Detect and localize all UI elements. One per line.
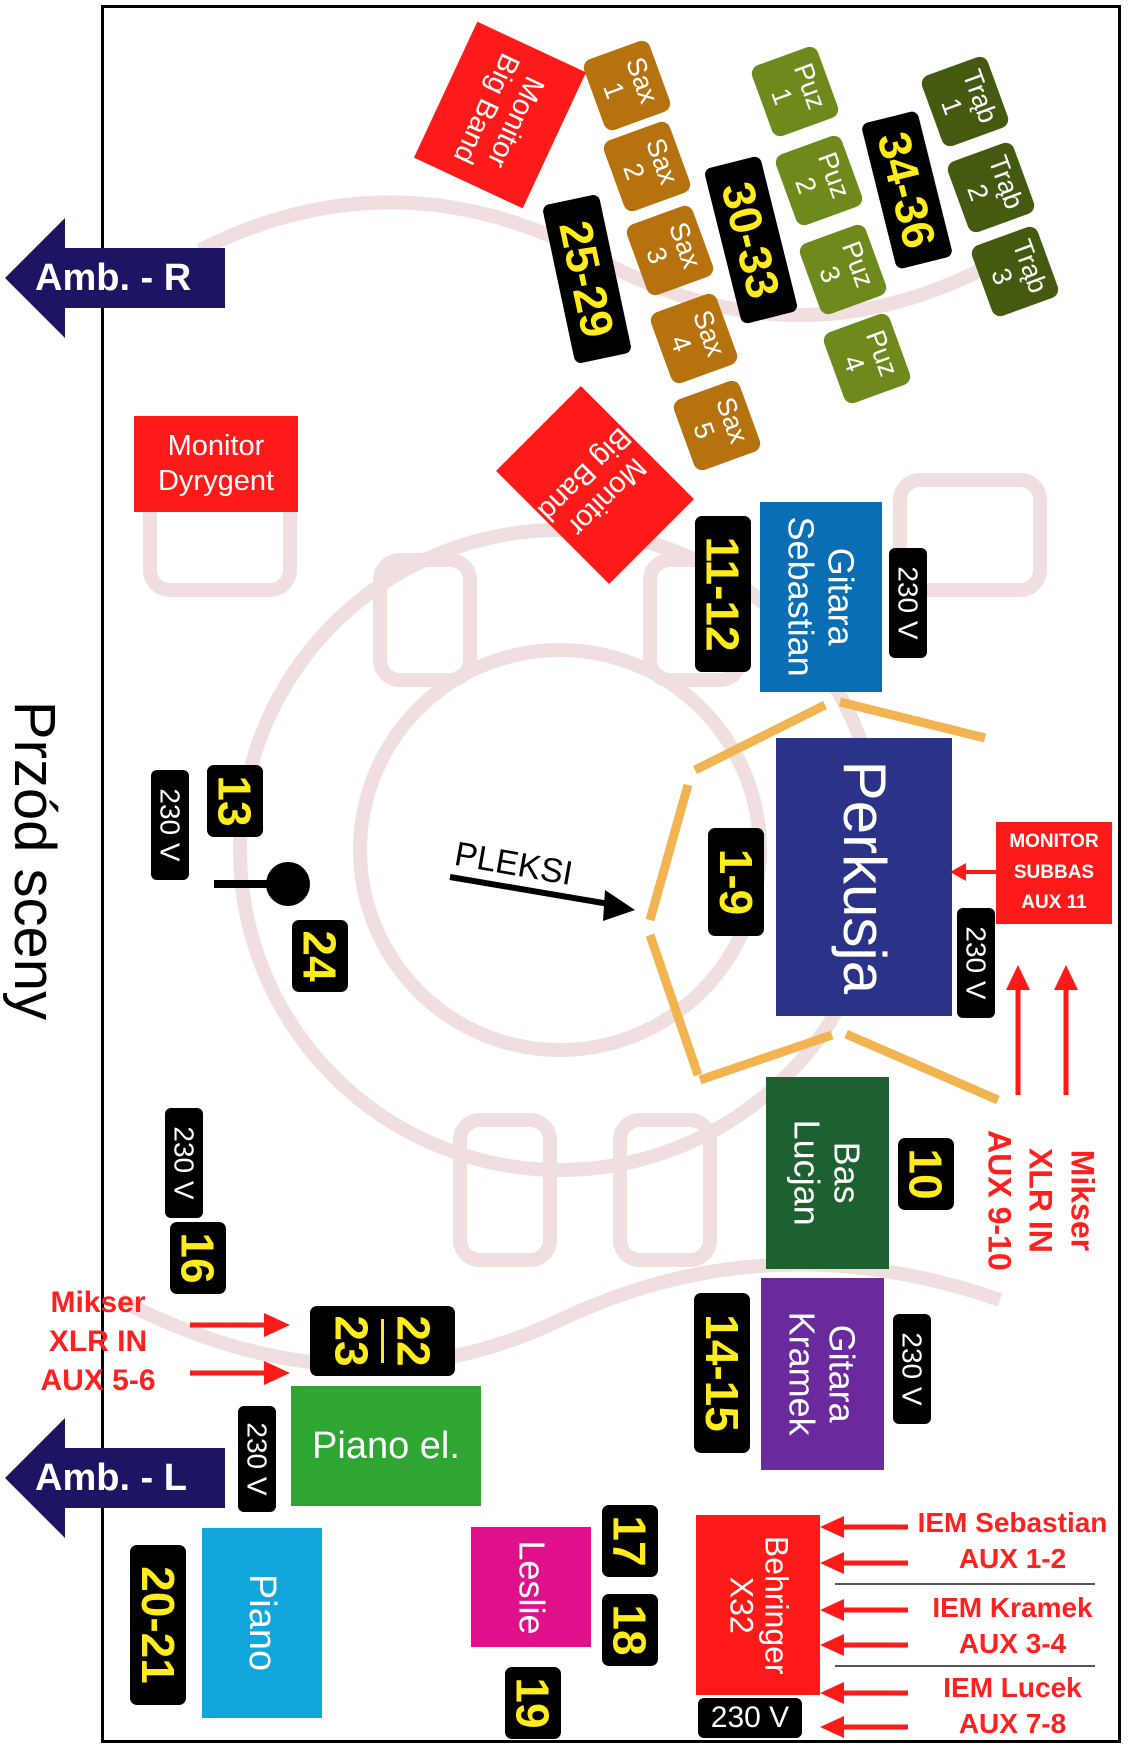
voltage-guitar-sebastian: 230 V [889,548,927,658]
microphone-stand-icon [214,862,310,906]
guitar-sebastian: Gitara Sebastian [760,502,882,692]
monitor-conductor: Monitor Dyrygent [134,416,298,512]
mixer-behringer: Behringer X32 [696,1515,820,1695]
channel-guitar-kramek: 14-15 [694,1293,750,1453]
channel-17: 17 [602,1505,658,1577]
iem-divider-2 [835,1665,1095,1667]
channel-piano: 20-21 [130,1545,186,1705]
mixer-left-label: Mikser XLR IN AUX 5-6 [40,1286,156,1397]
channel-18: 18 [602,1594,658,1666]
piano-electric: Piano el. [291,1386,481,1506]
stage-border [101,5,1121,1743]
guitar-kramek: Gitara Kramek [761,1278,884,1470]
iem-arrows [820,1516,908,1738]
channel-bass: 10 [898,1138,954,1210]
pleksi-shield [645,697,1000,1105]
channel-16: 16 [170,1222,226,1294]
voltage-drums: 230 V [957,908,995,1018]
piano: Piano [202,1528,322,1718]
channel-keys: 23 22 [310,1306,455,1376]
pleksi-arrow [449,874,635,921]
channel-guitar-sebastian: 11-12 [695,516,751,672]
channel-13: 13 [207,765,263,837]
ambience-right-label: Amb. - R [35,257,192,299]
ambience-right-arrow [5,218,225,338]
channel-19: 19 [505,1667,561,1739]
iem-kramek-label: IEM Kramek AUX 3-4 [932,1592,1093,1660]
iem-sebastian-label: IEM Sebastian AUX 1-2 [917,1507,1108,1575]
voltage-piano-el: 230 V [238,1406,276,1512]
subbass-arrow [950,863,998,881]
drums: Perkusja [776,738,952,1016]
ambience-left-arrow [5,1418,225,1538]
iem-lucek-label: IEM Lucek AUX 7-8 [943,1672,1082,1740]
voltage-mixer: 230 V [698,1698,802,1738]
bass-lucjan: Bas Lucjan [766,1077,889,1269]
iem-divider-1 [835,1583,1095,1585]
mixer-left-arrows [190,1313,290,1385]
ambience-left-label: Amb. - L [35,1457,187,1499]
voltage-16: 230 V [165,1108,203,1218]
monitor-subbass: MONITOR SUBBAS AUX 11 [996,822,1112,924]
leslie: Leslie [471,1527,591,1647]
channel-24: 24 [292,920,348,992]
channel-drums: 1-9 [708,828,764,936]
voltage-guitar-kramek: 230 V [893,1314,931,1424]
voltage-vocal: 230 V [151,770,189,880]
mixer-right-arrows [1006,965,1078,1095]
